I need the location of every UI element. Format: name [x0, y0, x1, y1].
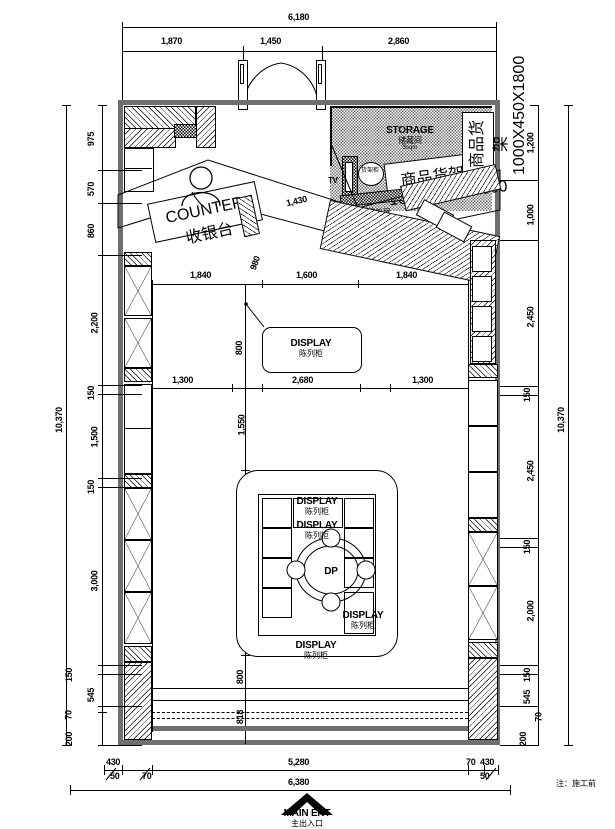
dim-top-2: 1,450 — [260, 36, 282, 46]
dim-mid-3: 1,840 — [396, 270, 418, 280]
display-cell — [262, 498, 292, 528]
dim-disp-3: 1,300 — [412, 375, 434, 385]
dim-right-5: 2,450 — [525, 460, 536, 482]
storage-round-fixture — [358, 162, 384, 186]
door-leaf-right — [316, 60, 326, 110]
dim-top-1: 1,870 — [161, 36, 183, 46]
dim-top-overall: 6,180 — [288, 12, 310, 22]
main-entrance-en: MAIN ENT — [283, 808, 331, 819]
dim-right-10: 70 — [533, 712, 544, 722]
shelf-unit — [124, 488, 152, 540]
display-cell — [344, 592, 374, 634]
shelf-unit-plain — [468, 472, 498, 518]
dim-right-9: 545 — [522, 689, 533, 705]
entrance-glass-line-1 — [152, 712, 468, 713]
dim-left-5: 150 — [86, 385, 97, 401]
tv-label: TV — [328, 176, 338, 185]
dim-mid-2: 1,600 — [296, 270, 318, 280]
wall-bottom — [118, 740, 500, 745]
dim-int-800: 800 — [235, 669, 246, 685]
display-cluster-label-right: DISPLAY 陈列柜 — [342, 610, 384, 630]
display-cluster-label-top: DISPLAY 陈列柜 — [296, 496, 338, 516]
dim-left-10: 545 — [86, 687, 97, 703]
dim-bot-430-left: 430 — [106, 757, 121, 767]
dim-bot-5280: 5,280 — [288, 757, 310, 767]
display-cluster-label-mid: DISPLAY 陈列柜 — [296, 520, 338, 540]
dim-right-2: 1,000 — [525, 204, 536, 226]
shelf-unit-plain — [468, 426, 498, 472]
dim-right-7: 2,000 — [525, 600, 536, 622]
shelf-unit — [124, 592, 152, 644]
dim-bot-50-left: 50 — [110, 771, 120, 781]
small-box-label: 货架柜 — [360, 168, 379, 174]
shelf-unit — [124, 318, 152, 368]
door-leaf-left — [238, 60, 248, 110]
shelf-unit — [124, 266, 152, 316]
dim-left-7: 150 — [86, 479, 97, 495]
dim-bot-70-right: 70 — [466, 757, 476, 767]
dp-label: DP — [324, 566, 338, 577]
dim-counter-depth: 980 — [247, 254, 263, 272]
dim-left-2: 570 — [86, 181, 97, 197]
dp-rosette — [286, 528, 376, 612]
display-cell — [293, 498, 343, 528]
dim-right-8: 150 — [522, 667, 533, 683]
dim-left-4: 2,200 — [89, 312, 100, 334]
dim-right-overall: 10,370 — [555, 407, 566, 433]
display-leader-line — [244, 302, 265, 328]
shelf-unit-plain — [124, 428, 152, 474]
shelf-unit — [124, 540, 152, 592]
wall-top — [118, 100, 500, 105]
top-left-column — [196, 106, 216, 148]
dim-left-11: 70 — [63, 710, 74, 720]
dim-left-1: 975 — [86, 131, 97, 147]
storage-label-cn: 储藏间 — [398, 136, 422, 145]
storage-label-area: 3sqm — [402, 145, 418, 151]
dim-right-11: 200 — [518, 731, 529, 747]
display-label-en: DISPLAY — [290, 338, 332, 349]
main-entrance-label: MAIN ENT 主出入口 — [265, 808, 349, 828]
angled-walls — [117, 145, 501, 241]
shelf-unit-plain — [124, 384, 152, 430]
display-center-label: DISPLAY 陈列柜 — [262, 338, 360, 358]
dim-disp-2: 2,680 — [292, 375, 314, 385]
dim-top-3: 2,860 — [388, 36, 410, 46]
dim-bottom-overall: 6,380 — [288, 777, 310, 787]
main-entrance-arrow-icon — [281, 793, 333, 815]
storage-label: STORAGE 储藏间 3sqm — [330, 125, 490, 152]
dim-disp-1: 1,300 — [172, 375, 194, 385]
entrance-threshold — [152, 726, 468, 731]
dim-int-1550: 1,550 — [236, 414, 247, 436]
dim-display-height: 800 — [234, 340, 245, 356]
dim-left-overall: 10,370 — [53, 407, 64, 433]
dim-right-3: 2,450 — [525, 306, 536, 328]
entrance-glass-line-2 — [152, 718, 468, 719]
display-cell — [262, 588, 292, 618]
dim-bot-50-right: 50 — [480, 771, 490, 781]
storage-label-en: STORAGE — [386, 125, 434, 136]
dim-bot-430-right: 430 — [480, 757, 495, 767]
shelf-unit-plain — [468, 380, 498, 426]
display-cluster-label-bottom: DISPLAY 陈列柜 — [295, 640, 337, 660]
shelf-unit — [468, 586, 498, 640]
display-cell — [262, 528, 292, 558]
dim-left-6: 1,500 — [89, 426, 100, 448]
dim-left-12: 200 — [64, 731, 75, 747]
drawing-note: 注：施工前 — [556, 779, 596, 788]
dim-left-3: 860 — [86, 223, 97, 239]
wall-left — [118, 100, 123, 745]
display-cell — [344, 498, 374, 528]
shelf-unit — [468, 532, 498, 586]
dim-right-1: 1,200 — [525, 132, 536, 154]
dim-left-9: 150 — [64, 667, 75, 683]
display-label-cn: 陈列柜 — [299, 349, 323, 358]
dim-bot-70-left: 70 — [142, 771, 152, 781]
dim-mid-1: 1,840 — [190, 270, 212, 280]
bottom-leader-slashes — [105, 767, 497, 781]
display-cabinet-center — [262, 327, 362, 373]
main-entrance-cn: 主出入口 — [291, 819, 323, 828]
top-left-wall-hatch-2 — [124, 128, 176, 148]
staff-person-icon — [181, 166, 221, 207]
dim-left-8: 3,000 — [89, 570, 100, 592]
